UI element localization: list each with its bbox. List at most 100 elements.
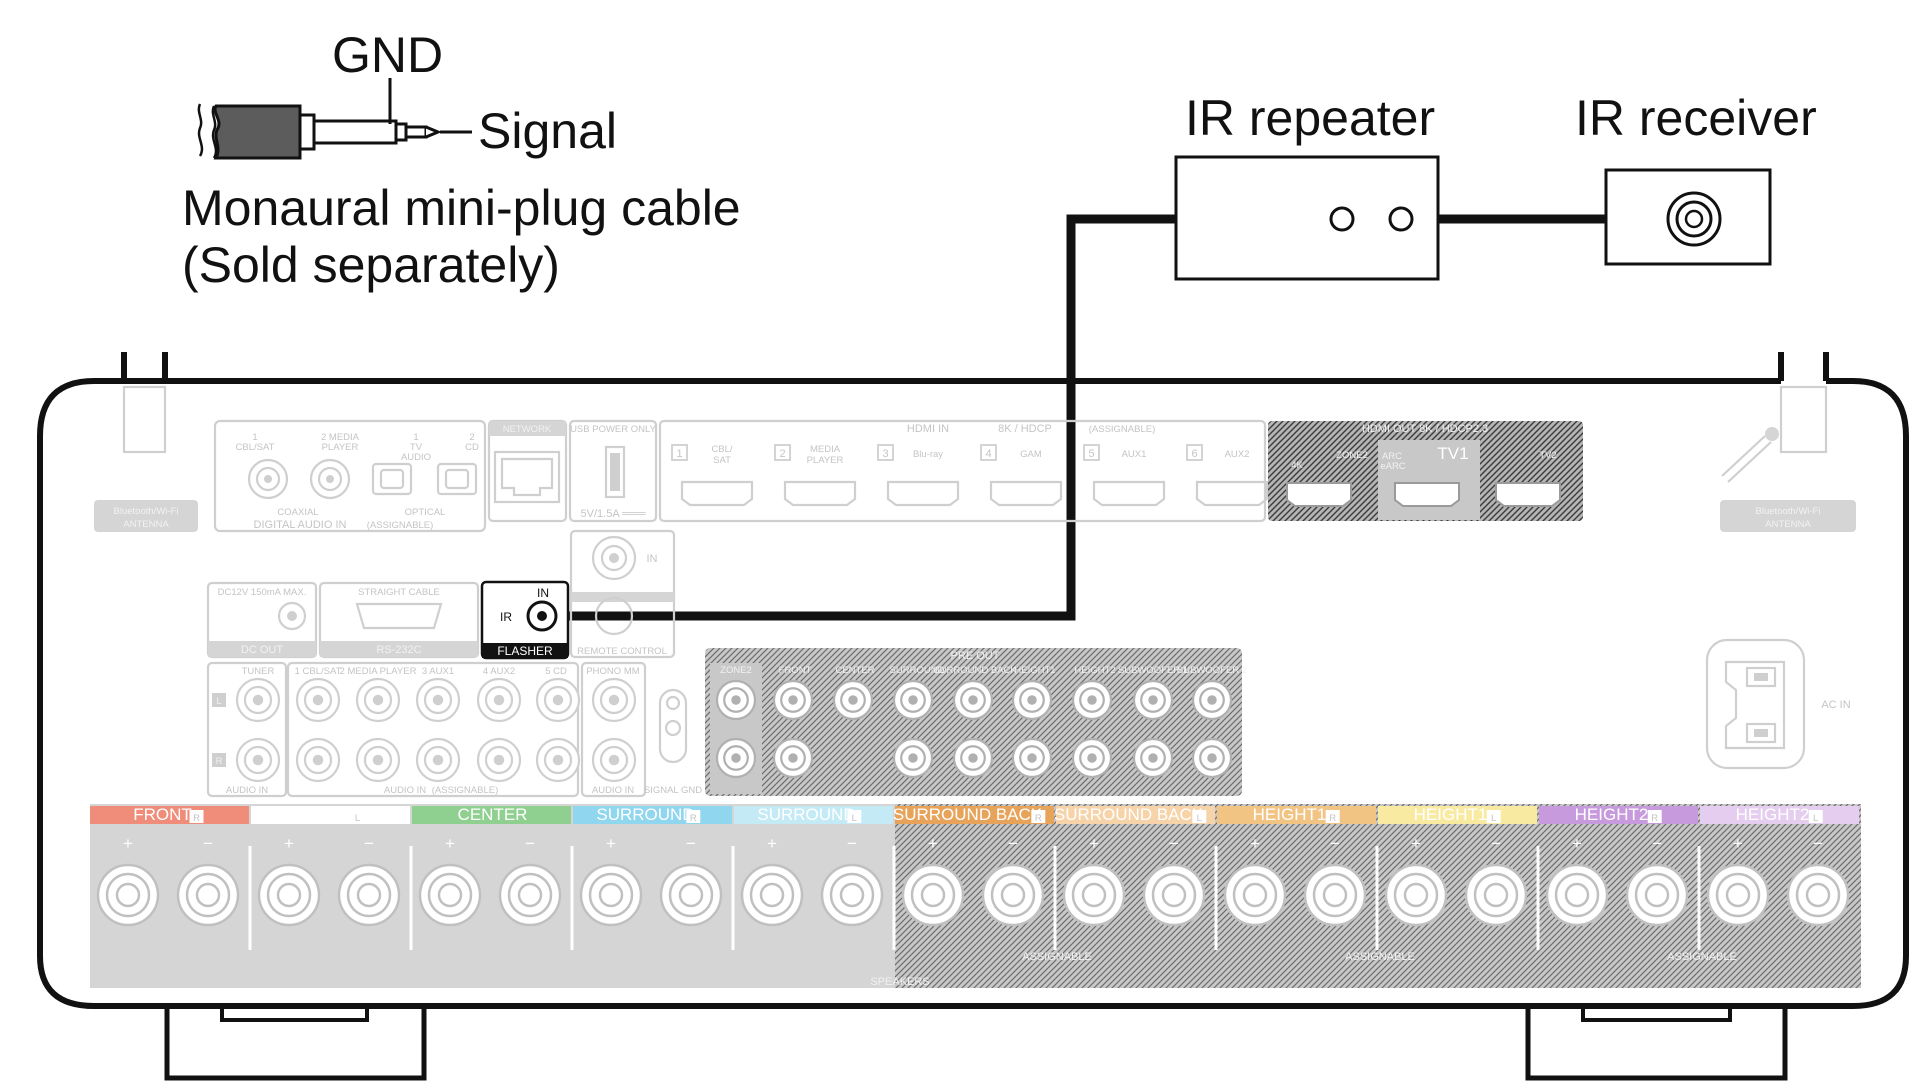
receiver-chassis xyxy=(37,352,1909,1009)
hdmi-in-number: 1 xyxy=(676,448,682,460)
svg-text:STRAIGHT CABLE: STRAIGHT CABLE xyxy=(358,587,440,598)
speaker-binding-post xyxy=(96,863,160,927)
hdmi-in-number: 4 xyxy=(985,448,991,460)
svg-text:1: 1 xyxy=(413,432,418,443)
usb-port-block: USB POWER ONLY 5V/1.5A ═══ xyxy=(568,419,658,523)
svg-text:(ASSIGNABLE): (ASSIGNABLE) xyxy=(432,785,499,796)
svg-text:HDMI IN: HDMI IN xyxy=(907,423,949,435)
audio-in-l-jack xyxy=(295,677,341,723)
speaker-plus-sign: + xyxy=(123,834,133,853)
hdmi-in-number-box xyxy=(877,444,894,461)
speaker-plus-sign: + xyxy=(1733,834,1743,853)
audio-in-r-jack xyxy=(415,737,461,783)
mini-plug-cable-illustration xyxy=(197,103,442,160)
speaker-side-letter: R xyxy=(690,813,697,824)
svg-text:IN: IN xyxy=(647,553,658,565)
svg-text:2 MEDIA: 2 MEDIA xyxy=(321,432,360,443)
speaker-binding-post xyxy=(820,863,884,927)
hdmi-in-number-box xyxy=(774,444,791,461)
audio-in-r-jack xyxy=(355,737,401,783)
hdmi-in-name: GAM xyxy=(1020,449,1042,460)
speaker-plus-sign: + xyxy=(1089,834,1099,853)
audio-in-l-jack xyxy=(415,677,461,723)
speaker-side-badge xyxy=(189,810,204,823)
speaker-side-letter: R xyxy=(1329,813,1336,824)
svg-text:(ASSIGNABLE): (ASSIGNABLE) xyxy=(1089,424,1156,435)
speaker-binding-post xyxy=(418,863,482,927)
speaker-group-header xyxy=(895,806,1054,824)
speaker-side-badge xyxy=(1031,810,1046,823)
speaker-side-letter: L xyxy=(355,813,360,824)
speaker-side-letter: L xyxy=(1491,813,1496,824)
speaker-side-badge xyxy=(1192,810,1207,823)
speaker-minus-sign: − xyxy=(203,834,213,853)
pre-out-jack xyxy=(1011,737,1053,779)
pre-out-jack xyxy=(772,737,814,779)
svg-text:CBL/SAT: CBL/SAT xyxy=(236,442,275,453)
repeater-jack-2 xyxy=(1388,206,1414,232)
hdmi-in-name: AUX1 xyxy=(1122,449,1147,460)
speaker-plus-sign: + xyxy=(1250,834,1260,853)
svg-text:ASSIGNABLE: ASSIGNABLE xyxy=(1022,951,1092,963)
speaker-group-header xyxy=(1056,806,1215,824)
speaker-group-header xyxy=(90,806,249,824)
svg-text:AUDIO IN: AUDIO IN xyxy=(384,785,426,796)
svg-text:4K: 4K xyxy=(1291,460,1303,471)
speaker-binding-post xyxy=(498,863,562,927)
pre-out-jack xyxy=(832,679,874,721)
speaker-binding-post xyxy=(1303,863,1367,927)
hdmi-in-number: 3 xyxy=(882,448,888,460)
speaker-plus-sign: + xyxy=(767,834,777,853)
speaker-binding-post xyxy=(1545,863,1609,927)
repeater-jack-1 xyxy=(1329,206,1355,232)
svg-text:NETWORK: NETWORK xyxy=(503,424,552,435)
audio-in-l-jack xyxy=(535,677,581,723)
speaker-plus-sign: + xyxy=(445,834,455,853)
speaker-binding-post xyxy=(176,863,240,927)
svg-text:Bluetooth/Wi-Fi: Bluetooth/Wi-Fi xyxy=(1756,506,1821,517)
speaker-binding-post xyxy=(740,863,804,927)
speaker-group-label: SURROUND BACK xyxy=(893,805,1043,824)
speaker-side-letter: L xyxy=(1813,813,1818,824)
pre-out-channel-label: FRONT xyxy=(779,665,812,676)
hdmi-out-block: HDMI OUT 8K / HDCP2.3 4K ZONE2 TV1 ARC e… xyxy=(1268,421,1583,521)
svg-text:AUDIO IN: AUDIO IN xyxy=(226,785,268,796)
speaker-minus-sign: − xyxy=(1491,834,1501,853)
speaker-minus-sign: − xyxy=(1652,834,1662,853)
ir-repeater-label: IR repeater xyxy=(1185,90,1435,146)
audio-in-l-jack xyxy=(476,677,522,723)
ac-inlet: AC IN xyxy=(1705,638,1851,770)
speaker-binding-post xyxy=(981,863,1045,927)
gnd-label: GND xyxy=(332,27,443,83)
hdmi-in-number: 6 xyxy=(1191,448,1197,460)
pre-out-jack xyxy=(1132,679,1174,721)
speaker-group-label: SURROUND BACK xyxy=(1054,805,1204,824)
speaker-minus-sign: − xyxy=(1008,834,1018,853)
svg-text:OPTICAL: OPTICAL xyxy=(405,507,446,518)
speaker-side-badge xyxy=(1486,810,1501,823)
pre-out-jack xyxy=(1132,737,1174,779)
svg-text:ASSIGNABLE: ASSIGNABLE xyxy=(1345,951,1415,963)
svg-text:RS-232C: RS-232C xyxy=(376,644,421,656)
svg-text:2: 2 xyxy=(469,432,474,443)
svg-text:AUDIO: AUDIO xyxy=(401,452,431,463)
speaker-group-label: HEIGHT1 xyxy=(1414,805,1488,824)
pre-out-zone2-jack xyxy=(715,737,757,779)
rs232c-block: STRAIGHT CABLE RS-232C xyxy=(318,581,480,659)
svg-text:IR: IR xyxy=(500,610,512,624)
signal-label: Signal xyxy=(478,103,617,159)
network-port-block: NETWORK xyxy=(487,419,568,523)
speaker-group-label: SURROUND xyxy=(757,805,855,824)
flasher-to-repeater-cable xyxy=(545,214,1176,621)
speaker-side-badge xyxy=(350,810,365,823)
svg-text:PLAYER: PLAYER xyxy=(322,442,359,453)
hdmi-in-name: MEDIA xyxy=(810,444,841,455)
svg-text:3 AUX1: 3 AUX1 xyxy=(422,666,454,677)
hdmi-in-number-box xyxy=(671,444,688,461)
hdmi-in-name: SAT xyxy=(713,455,731,466)
speaker-side-letter: L xyxy=(852,813,857,824)
pre-out-channel-label: SUBWOOFER 2 xyxy=(1177,665,1247,676)
svg-text:FLASHER: FLASHER xyxy=(497,644,553,658)
